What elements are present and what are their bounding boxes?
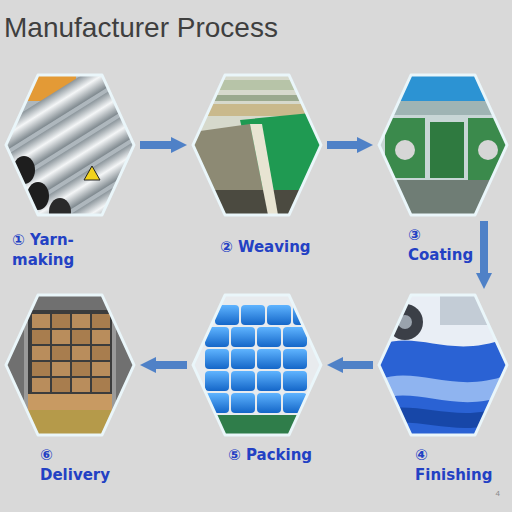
- step-label: ④ Finishing: [415, 445, 507, 486]
- process-step: ① Yarn-making: [6, 75, 134, 215]
- yarn-photo-part: [49, 198, 71, 226]
- flow-arrow: [156, 361, 187, 369]
- packing-photo-part: [193, 295, 321, 435]
- coating-photo-part: [379, 75, 507, 215]
- delivery-photo-part: [32, 314, 50, 328]
- packing-photo-part: [231, 349, 255, 369]
- weaving-photo-part: [193, 80, 321, 90]
- hexagon-outline: [193, 295, 321, 435]
- packing-photo-part: [241, 305, 265, 325]
- weaving-photo-part: [193, 190, 321, 215]
- hexagon-border: [193, 75, 321, 215]
- weaving-photo: [193, 75, 321, 215]
- packing-photo-part: [193, 415, 321, 435]
- process-step: ② Weaving: [193, 75, 321, 215]
- yarn-photo-part: [84, 166, 100, 180]
- diagram-title: Manufacturer Process: [4, 12, 278, 44]
- delivery-photo-part: [32, 378, 50, 392]
- packing-photo-part: [283, 349, 307, 369]
- hexagon-border: [379, 75, 507, 215]
- step-label: ① Yarn-making: [12, 230, 90, 271]
- finishing-photo-part: [379, 338, 507, 435]
- step-label: ② Weaving: [220, 237, 320, 257]
- delivery-photo-part: [32, 330, 50, 344]
- flow-arrow: [480, 221, 488, 273]
- coating-photo-part: [430, 122, 464, 178]
- hexagon-outline: [379, 75, 507, 215]
- coating-photo-part: [379, 75, 507, 101]
- delivery-photo-part: [72, 314, 90, 328]
- packing-photo-part: [205, 371, 229, 391]
- packing-photo-part: [205, 349, 229, 369]
- delivery-photo-part: [72, 330, 90, 344]
- hexagon-border: [193, 295, 321, 435]
- hexagon-outline: [193, 75, 321, 215]
- delivery-photo-part: [92, 362, 110, 376]
- step-label: ③ Coating: [408, 225, 474, 266]
- step-label: ⑥ Delivery: [40, 445, 112, 486]
- page-number: 4: [496, 489, 500, 498]
- finishing-photo-part: [379, 295, 507, 435]
- finishing-photo: [379, 295, 507, 435]
- packing-photo-part: [231, 393, 255, 413]
- packing-photo-part: [231, 327, 255, 347]
- delivery-photo-part: [92, 378, 110, 392]
- delivery-photo-part: [92, 330, 110, 344]
- coating-photo: [379, 75, 507, 215]
- weaving-photo-part: [250, 124, 278, 215]
- delivery-photo-part: [92, 346, 110, 360]
- packing-photo-part: [283, 371, 307, 391]
- hexagon-border: [6, 295, 134, 435]
- delivery-photo-part: [52, 378, 70, 392]
- packing-photo-part: [257, 371, 281, 391]
- delivery-photo-part: [28, 394, 112, 410]
- process-step: ④ Finishing: [379, 295, 507, 435]
- hexagon-outline: [379, 295, 507, 435]
- flow-arrow: [327, 141, 357, 149]
- delivery-photo-part: [72, 362, 90, 376]
- delivery-photo-part: [28, 310, 112, 410]
- process-step: ⑥ Delivery: [6, 295, 134, 435]
- hexagon-border: [379, 295, 507, 435]
- coating-photo-part: [395, 140, 415, 160]
- process-step: ⑤ Packing: [193, 295, 321, 435]
- step-label: ⑤ Packing: [228, 445, 320, 465]
- process-step: ③ Coating: [379, 75, 507, 215]
- finishing-photo-part: [440, 295, 507, 325]
- photo-part-part: [10, 124, 175, 240]
- coating-photo-part: [468, 118, 507, 180]
- packing-photo: [193, 295, 321, 435]
- delivery-photo: [6, 295, 134, 435]
- delivery-photo-part: [52, 330, 70, 344]
- flow-arrow: [140, 141, 171, 149]
- hexagon-border: [6, 75, 134, 215]
- delivery-photo-part: [92, 314, 110, 328]
- packing-photo-part: [257, 393, 281, 413]
- delivery-photo-part: [72, 346, 90, 360]
- finishing-photo-part: [379, 375, 507, 402]
- weaving-photo-part: [193, 75, 321, 215]
- flow-arrow: [343, 361, 373, 369]
- packing-photo-part: [257, 349, 281, 369]
- hexagon-outline: [6, 75, 134, 215]
- delivery-photo-part: [72, 378, 90, 392]
- packing-photo-part: [231, 371, 255, 391]
- delivery-photo-part: [52, 362, 70, 376]
- coating-photo-part: [478, 140, 498, 160]
- delivery-photo-part: [52, 314, 70, 328]
- delivery-photo-part: [6, 410, 134, 435]
- hexagon-outline: [6, 295, 134, 435]
- delivery-photo-part: [32, 346, 50, 360]
- delivery-photo-part: [6, 295, 134, 435]
- delivery-photo-part: [52, 346, 70, 360]
- packing-photo-part: [267, 305, 291, 325]
- packing-photo-part: [257, 327, 281, 347]
- delivery-photo-part: [32, 362, 50, 376]
